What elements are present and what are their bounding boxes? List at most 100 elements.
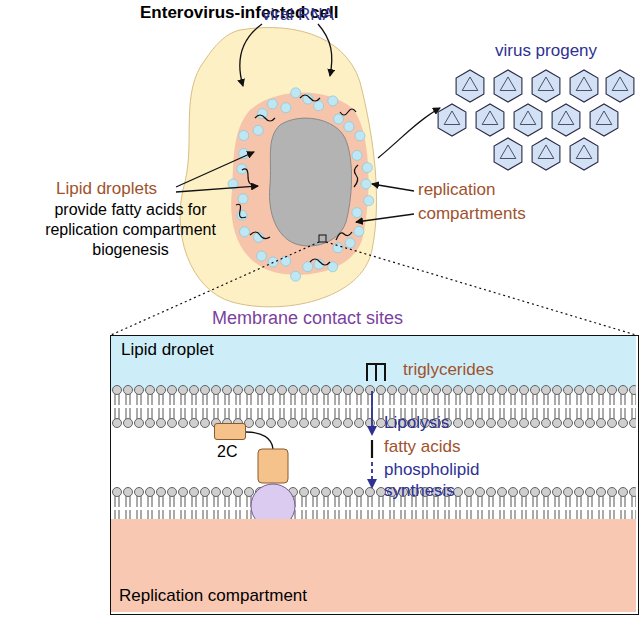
lipid-droplet	[281, 256, 291, 266]
capsid-face	[538, 77, 554, 91]
lipid-tail	[401, 394, 405, 405]
lipid-tail	[456, 394, 460, 405]
lipid-droplet	[334, 114, 344, 124]
lipid-droplet	[328, 96, 338, 106]
lipid-head	[597, 419, 606, 428]
lipid-tail	[544, 394, 548, 405]
lipid-tail	[346, 408, 350, 419]
lipid-head	[465, 386, 474, 395]
lipid-tail	[401, 408, 405, 419]
lipid-head	[542, 419, 551, 428]
lipid-droplet	[257, 251, 267, 261]
lipid-tail	[159, 408, 163, 419]
lipid-tail	[610, 394, 614, 405]
lipid-tail	[577, 408, 581, 419]
lipid-head	[113, 419, 122, 428]
lipid-head	[421, 386, 430, 395]
protein-linker	[246, 432, 273, 449]
lipid-tail	[555, 394, 559, 405]
capsid	[438, 104, 466, 136]
capsid-face	[500, 145, 516, 159]
lipid-head	[399, 419, 408, 428]
lipid-tail	[280, 394, 284, 405]
lipid-tail	[302, 408, 306, 419]
lipid-droplet	[314, 101, 324, 111]
lipid-head	[531, 419, 540, 428]
lipid-tail	[522, 394, 526, 405]
lipid-tail	[368, 408, 372, 419]
lipid-tail	[126, 408, 130, 419]
lipid-head	[179, 419, 188, 428]
lipid-head	[201, 386, 210, 395]
lipid-tail	[544, 408, 548, 419]
capsid	[494, 138, 522, 170]
lipid-tail	[566, 394, 570, 405]
lipid-tail	[137, 408, 141, 419]
lipid-head	[135, 386, 144, 395]
lipid-head	[410, 419, 419, 428]
lipid-tail	[478, 408, 482, 419]
text-label: phospholipid synthesis	[384, 459, 494, 502]
lipid-tail	[588, 394, 592, 405]
text-label: Lipid droplets	[56, 178, 157, 199]
lipid-tail	[236, 394, 240, 405]
lipid-tail	[181, 394, 185, 405]
capsid-face	[538, 145, 554, 159]
lipid-head	[234, 386, 243, 395]
lipid-head	[146, 386, 155, 395]
text-label: virus progeny	[495, 40, 597, 61]
lipid-head	[223, 386, 232, 395]
lipid-tail	[555, 408, 559, 419]
lipid-tail	[313, 408, 317, 419]
lipid-head	[432, 419, 441, 428]
lipid-tail	[258, 394, 262, 405]
lipid-tail	[357, 408, 361, 419]
capsid	[590, 104, 618, 136]
lipid-head	[201, 419, 210, 428]
lipid-head	[289, 386, 298, 395]
lipid-head	[586, 386, 595, 395]
lipid-head	[421, 419, 430, 428]
panel-heading: Membrane contact sites	[212, 308, 403, 329]
cell-outline	[180, 28, 376, 307]
nucleus	[270, 118, 352, 246]
lipid-head	[322, 419, 331, 428]
lipid-head	[520, 386, 529, 395]
lipid-droplet	[364, 196, 374, 206]
capsid-face	[500, 77, 516, 91]
capsid-face	[482, 111, 498, 125]
lipid-droplet	[237, 210, 247, 220]
capsid	[476, 104, 504, 136]
lipid-tail	[489, 394, 493, 405]
lipid-head	[322, 386, 331, 395]
lipid-head	[190, 386, 199, 395]
lipid-tail	[599, 408, 603, 419]
lipid-head	[465, 419, 474, 428]
capsid	[570, 70, 598, 102]
lipid-head	[146, 419, 155, 428]
band-label: Lipid droplet	[121, 340, 214, 360]
lipid-tail	[225, 408, 229, 419]
lipid-droplet	[239, 131, 249, 141]
lipid-droplet	[352, 150, 362, 160]
lipid-droplet	[344, 122, 354, 132]
lipid-tail	[632, 394, 636, 405]
lipid-head	[388, 419, 397, 428]
lipid-head	[443, 419, 452, 428]
capsid	[456, 70, 484, 102]
lipid-tail	[390, 408, 394, 419]
lipid-tail	[247, 408, 251, 419]
lipid-head	[443, 386, 452, 395]
lipid-head	[267, 419, 276, 428]
lipid-tail	[192, 408, 196, 419]
capsid	[606, 70, 634, 102]
lipid-head	[124, 386, 133, 395]
lipid-head	[300, 419, 309, 428]
lipid-tail	[324, 408, 328, 419]
capsid-face	[462, 77, 478, 91]
lipid-tail	[412, 408, 416, 419]
lipid-head	[443, 488, 452, 497]
lipid-head	[410, 488, 419, 497]
lipid-head	[388, 488, 397, 497]
lipolysis-arrow	[372, 391, 373, 487]
